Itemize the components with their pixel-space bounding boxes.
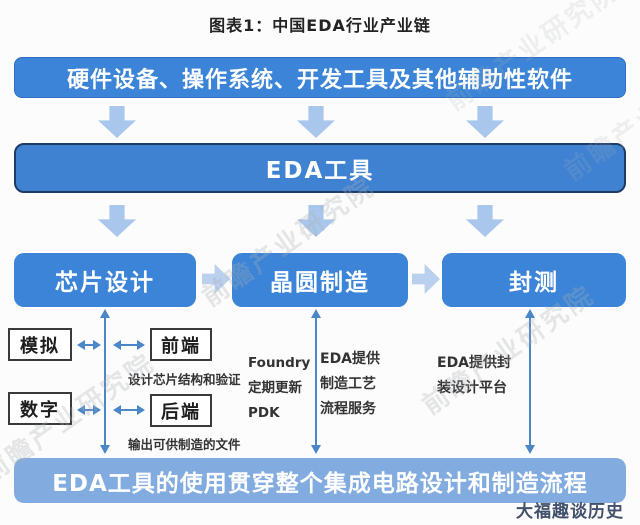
box-wafer-fab: 晶圆制造 (232, 253, 408, 307)
box-hardware-software: 硬件设备、操作系统、开发工具及其他辅助性软件 (14, 57, 626, 98)
box-digital: 数字 (8, 392, 72, 425)
box-bottom-summary: EDA工具的使用贯穿整个集成电路设计和制造流程 (14, 458, 626, 503)
right-arrow-icon (412, 264, 440, 294)
double-arrow-horizontal (77, 340, 101, 350)
double-arrow-vertical-package (525, 309, 535, 454)
box-analog: 模拟 (8, 328, 72, 361)
note-eda-process: EDA提供 制造工艺 流程服务 (320, 351, 381, 417)
double-arrow-horizontal (113, 405, 145, 415)
note-eda-package: EDA提供封 装设计平台 (437, 355, 512, 396)
box-packaging-test: 封测 (442, 253, 626, 307)
page-title: 图表1：中国EDA行业产业链 (209, 16, 431, 35)
double-arrow-vertical-wafer (311, 309, 321, 454)
down-arrow-icon (98, 106, 136, 138)
down-arrow-icon (466, 106, 504, 138)
box-frontend: 前端 (150, 328, 212, 361)
box-chip-design: 芯片设计 (14, 253, 196, 307)
double-arrow-horizontal (113, 340, 145, 350)
double-arrow-horizontal (77, 405, 101, 415)
down-arrow-icon (98, 205, 136, 237)
box-eda-tools: EDA工具 (14, 143, 626, 193)
down-arrow-icon (297, 205, 335, 237)
credit-text: 大福趣谈历史 (516, 502, 624, 522)
note-design-verify: 设计芯片结构和验证 (128, 372, 241, 387)
double-arrow-vertical-design (100, 309, 110, 454)
down-arrow-icon (466, 205, 504, 237)
note-foundry-pdk: Foundry 定期更新 PDK (248, 355, 311, 421)
right-arrow-icon (202, 264, 230, 294)
box-backend: 后端 (150, 394, 212, 427)
note-output-files: 输出可供制造的文件 (128, 437, 241, 452)
down-arrow-icon (297, 106, 335, 138)
